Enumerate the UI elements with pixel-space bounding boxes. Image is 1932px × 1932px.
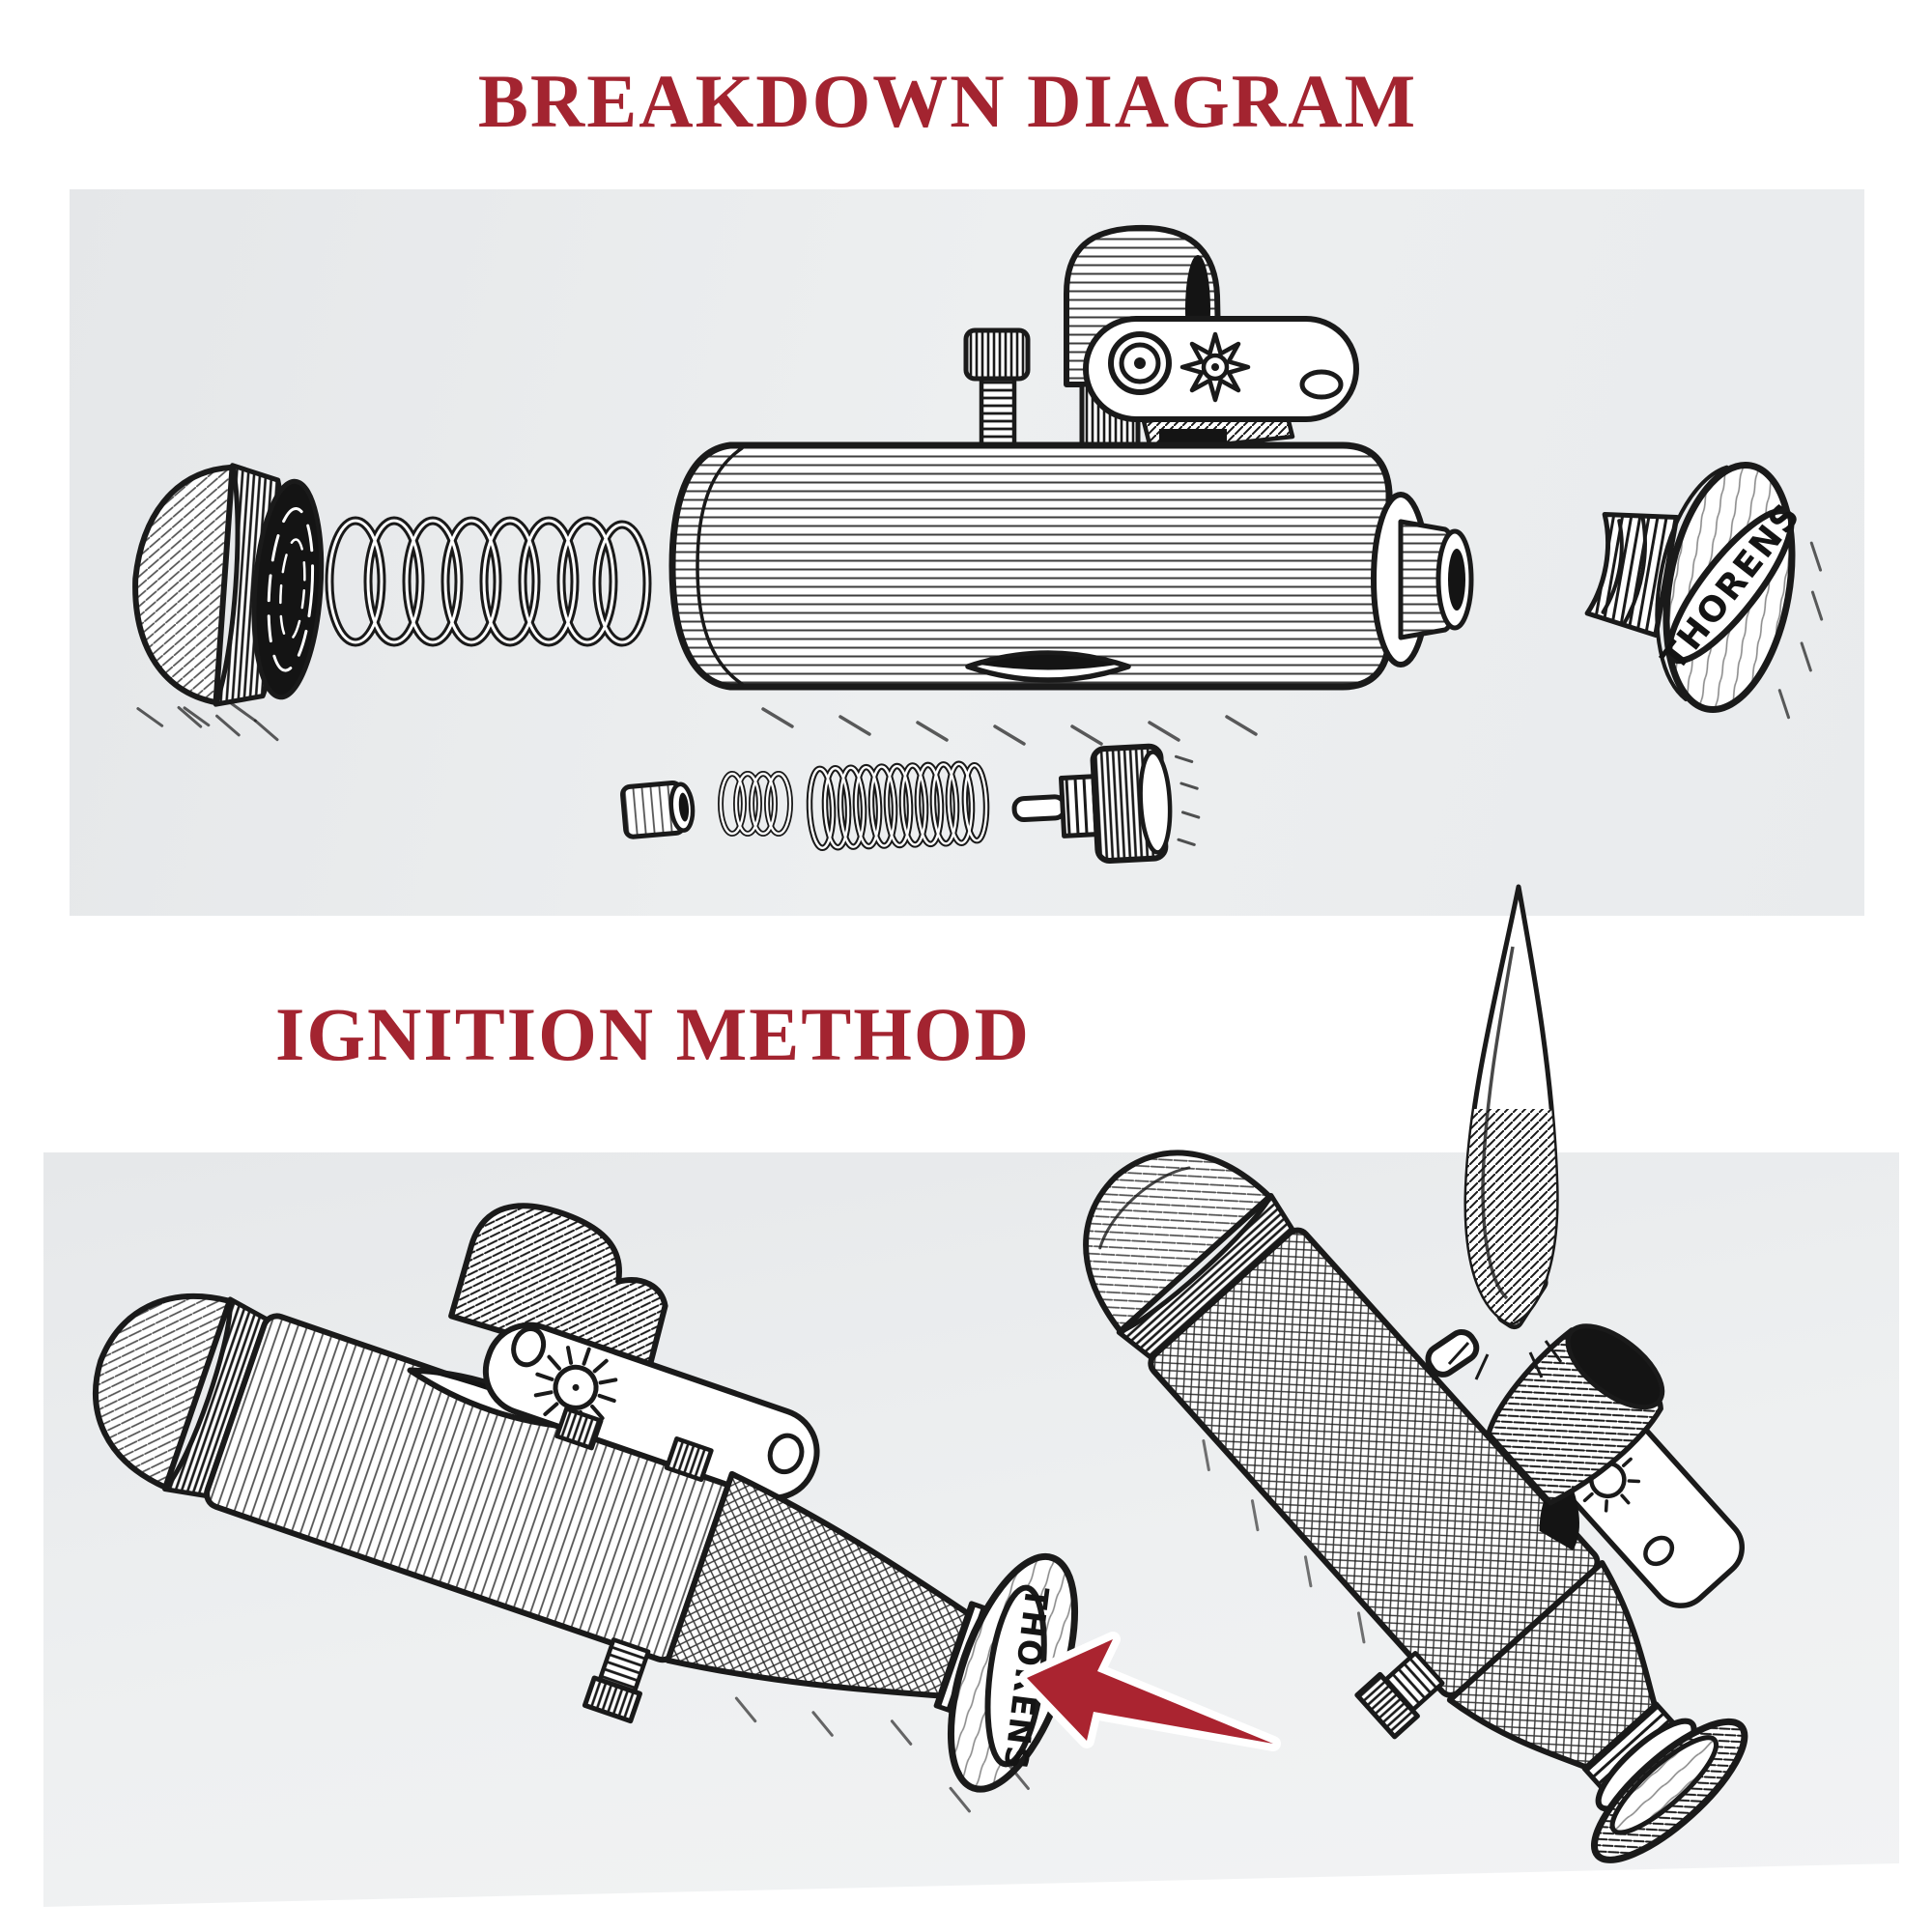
assembled-lighter-side-view-drawing: THORENS xyxy=(93,1203,1079,1813)
flame-icon xyxy=(1447,884,1563,1380)
main-spring-drawing xyxy=(325,516,652,647)
spark-wheel-star-icon xyxy=(1179,331,1251,403)
fuel-tank-body-drawing xyxy=(668,441,1474,746)
base-screw-cap-drawing: THORENS xyxy=(1584,461,1824,720)
flint-spring-long-drawing xyxy=(806,760,990,852)
valve-thumbscrew-drawing xyxy=(963,327,1031,453)
snuffer-hinge-clip-drawing xyxy=(1425,1329,1480,1378)
snuffer-arm-assembly-drawing xyxy=(448,1203,820,1501)
wind-guard-chimney-drawing xyxy=(1486,1323,1665,1506)
flint-part-drawing xyxy=(620,780,696,839)
fill-screw-drawing xyxy=(582,1637,651,1724)
flint-wheel-bullseye-icon xyxy=(1108,331,1172,395)
base-flange-drawing xyxy=(1590,1718,1748,1863)
lit-lighter-drawing xyxy=(1083,1150,1748,1863)
tank-end-cap-drawing xyxy=(132,463,325,742)
ignition-section-title: IGNITION METHOD xyxy=(275,992,1031,1076)
breakdown-section-title: BREAKDOWN DIAGRAM xyxy=(477,59,1418,143)
fill-screw-drawing xyxy=(1354,1650,1445,1740)
breakdown-exploded-view-drawing: THORENS xyxy=(132,224,1824,864)
snuffer-mechanism-drawing xyxy=(1064,224,1359,455)
sun-engraving-icon xyxy=(533,1346,618,1430)
flint-screw-drawing xyxy=(1011,743,1201,864)
flint-spring-short-drawing xyxy=(718,771,793,837)
red-arrow-icon xyxy=(1019,1632,1281,1751)
